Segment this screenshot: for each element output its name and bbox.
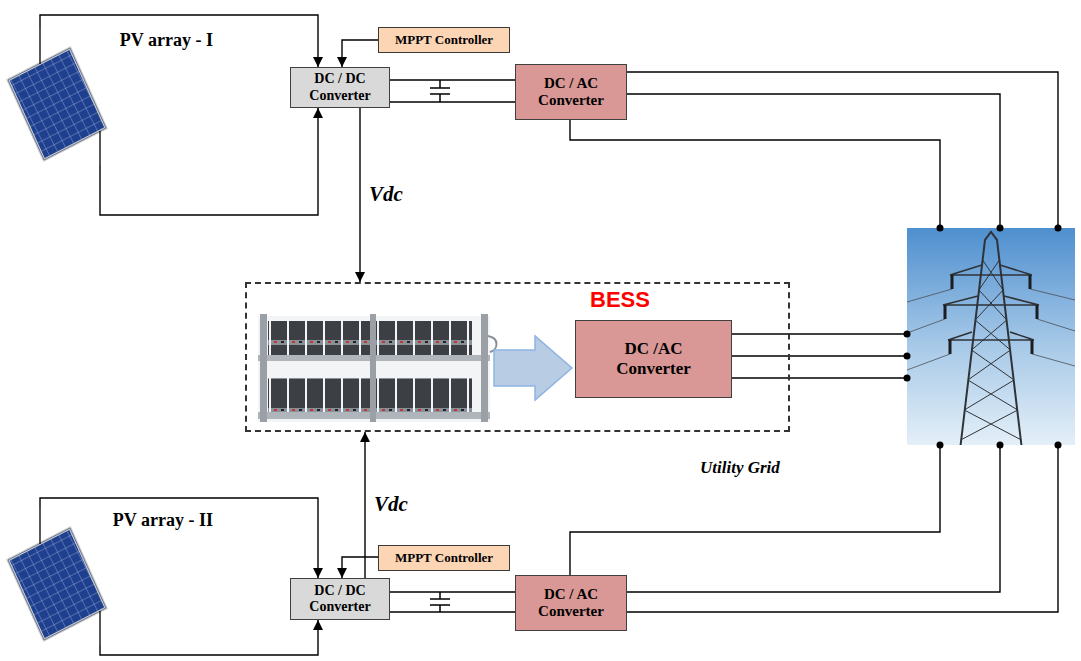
pv-panel-picture <box>8 28 106 165</box>
connector <box>40 15 318 67</box>
flow-arrow <box>494 336 572 400</box>
grid-label: Utility Grid <box>700 458 780 478</box>
connector <box>40 498 318 578</box>
edge-label-anchor: Vdc <box>372 492 410 517</box>
connector <box>390 101 515 102</box>
edge-label-anchor: Vdc <box>367 182 405 207</box>
converter-label: DC / DC Converter <box>295 71 385 103</box>
converter-label: DC / DC Converter <box>295 583 385 615</box>
mppt-controller-box: MPPT Controller <box>378 27 510 53</box>
connector <box>359 108 360 282</box>
group-title: BESS <box>590 287 650 313</box>
terminal-dot <box>1055 225 1062 232</box>
dc-dc-converter-box: DC / DC Converter <box>290 67 390 108</box>
connector <box>390 611 515 612</box>
dc-ac-converter-box: DC / AC Converter <box>515 575 627 631</box>
pv-array: PV array - II <box>5 508 215 645</box>
connector <box>732 333 907 334</box>
connector <box>732 355 907 356</box>
transmission-tower-picture <box>907 228 1075 445</box>
connector <box>627 445 1000 592</box>
converter-label: DC / AC Converter <box>520 75 622 110</box>
bess-group: BESS DC /AC Converter <box>245 282 790 432</box>
terminal-dot <box>997 225 1004 232</box>
array-label: PV array - I <box>120 30 213 51</box>
converter-label: DC / AC Converter <box>520 586 622 621</box>
terminal-dot <box>997 442 1004 449</box>
pv-panel-picture <box>8 508 106 645</box>
connector <box>627 94 1000 228</box>
terminal-dot <box>904 375 911 382</box>
connector <box>364 432 365 578</box>
array-label: PV array - II <box>113 510 213 531</box>
connector <box>100 108 318 215</box>
terminal-dot <box>1055 442 1062 449</box>
dc-dc-converter-box: DC / DC Converter <box>290 578 390 620</box>
mppt-controller-box: MPPT Controller <box>378 545 510 571</box>
pv-array: PV array - I <box>5 28 215 165</box>
connector <box>390 591 515 592</box>
connector <box>627 72 1058 228</box>
connector <box>570 445 940 575</box>
dc-ac-converter-box: DC / AC Converter <box>515 64 627 120</box>
connector <box>627 445 1058 612</box>
converter-label: DC /AC Converter <box>598 339 709 380</box>
signal-label: Vdc <box>372 492 410 517</box>
connector <box>342 557 378 578</box>
connector <box>570 120 940 228</box>
terminal-dot <box>904 353 911 360</box>
terminal-dot <box>937 225 944 232</box>
terminal-dot <box>937 442 944 449</box>
controller-label: MPPT Controller <box>395 551 493 565</box>
utility-grid: Utility Grid <box>907 228 1075 445</box>
connector <box>390 79 515 80</box>
connector <box>732 377 907 378</box>
connector <box>100 620 318 655</box>
controller-label: MPPT Controller <box>395 33 493 47</box>
signal-label: Vdc <box>367 182 405 207</box>
connector <box>342 40 378 67</box>
dc-ac-converter-box: DC /AC Converter <box>575 320 732 398</box>
terminal-dot <box>904 331 911 338</box>
battery-rack-picture <box>258 314 497 422</box>
